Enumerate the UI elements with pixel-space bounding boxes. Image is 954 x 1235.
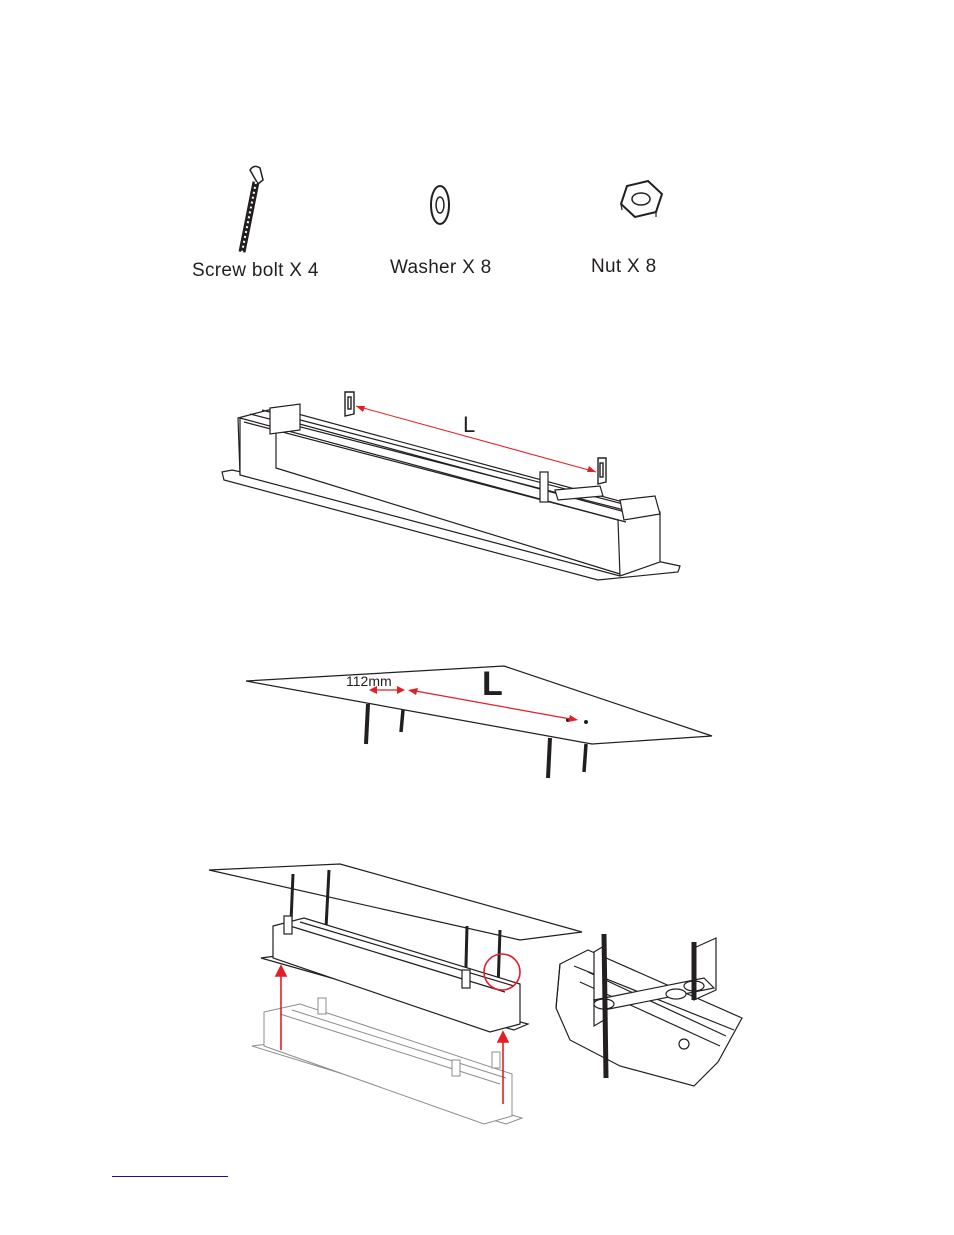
detail-view [556, 938, 742, 1086]
footer-link[interactable] [112, 1160, 228, 1177]
